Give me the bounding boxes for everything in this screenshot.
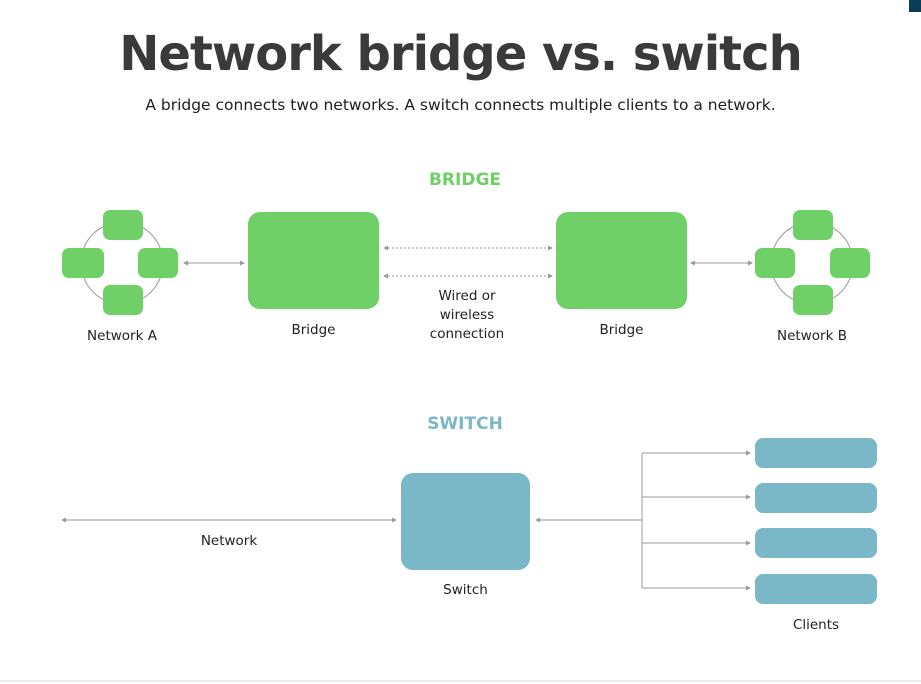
network-a-label: Network A <box>87 328 157 344</box>
arrow-bridge-left-in <box>240 260 245 266</box>
client-4 <box>755 574 877 604</box>
arrow-network-b-in <box>748 260 753 266</box>
switch-box <box>401 473 530 570</box>
footer-divider <box>0 680 921 682</box>
arrow-switch-out <box>535 517 540 523</box>
network-b-node-bottom <box>793 285 833 315</box>
connection-label-line-2: wireless <box>439 307 495 323</box>
network-b-label: Network B <box>777 328 847 344</box>
arrow-client-3 <box>746 540 751 546</box>
switch-section-label: SWITCH <box>427 414 503 434</box>
network-b-node-left <box>755 248 795 278</box>
network-label: Network <box>200 533 258 549</box>
arrow-bridge-right-out <box>690 260 695 266</box>
client-2 <box>755 483 877 513</box>
connection-label-line-1: Wired or <box>438 288 496 304</box>
arrow-client-4 <box>746 585 751 591</box>
arrow-switch-in <box>392 517 397 523</box>
clients-label: Clients <box>792 617 840 633</box>
network-b-node-top <box>793 210 833 240</box>
arrow-bridge-bottom-right <box>548 273 553 279</box>
arrow-client-2 <box>746 494 751 500</box>
bridge-left-box <box>248 212 379 309</box>
page-subtitle: A bridge connects two networks. A switch… <box>145 96 776 114</box>
corner-mark <box>909 0 921 12</box>
arrow-bridge-top-left <box>383 245 388 251</box>
bridge-right-box <box>556 212 687 309</box>
arrow-bridge-bottom-left <box>383 273 388 279</box>
bridge-left-label: Bridge <box>291 322 336 338</box>
connection-label-line-3: connection <box>429 326 505 342</box>
network-a-node-right <box>138 248 178 278</box>
client-3 <box>755 528 877 558</box>
arrow-network-left <box>61 517 66 523</box>
page-title: Network bridge vs. switch <box>119 26 803 82</box>
network-a-node-top <box>103 210 143 240</box>
arrow-network-a-left <box>183 260 188 266</box>
network-b-node-right <box>830 248 870 278</box>
switch-label: Switch <box>443 582 488 598</box>
network-a-node-left <box>62 248 104 278</box>
bridge-right-label: Bridge <box>599 322 644 338</box>
arrow-client-1 <box>746 450 751 456</box>
client-1 <box>755 438 877 468</box>
bridge-section-label: BRIDGE <box>428 170 502 190</box>
arrow-bridge-top-right <box>548 245 553 251</box>
network-a-node-bottom <box>103 285 143 315</box>
